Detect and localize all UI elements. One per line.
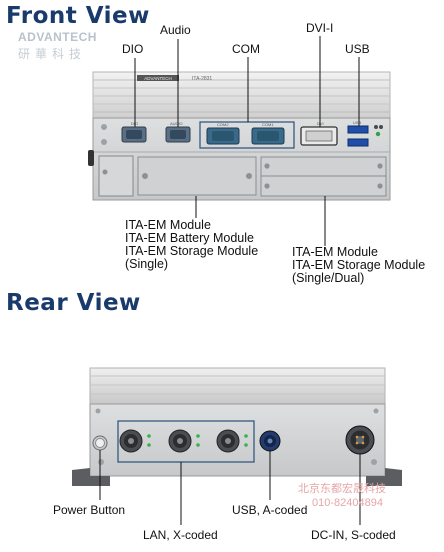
- brand-logo: ADVANTECH: [18, 30, 97, 44]
- label-right-module-3: (Single/Dual): [292, 271, 365, 285]
- label-dvi: DVI-I: [306, 21, 334, 35]
- label-left-module-3: ITA-EM Storage Module: [125, 244, 259, 258]
- rear-view-title: Rear View: [6, 290, 141, 316]
- label-audio: Audio: [160, 23, 191, 37]
- label-usb: USB: [345, 42, 370, 56]
- rear-leader-lines: [99, 450, 361, 525]
- com2-port-mark: COM2: [217, 122, 229, 127]
- label-right-module-1: ITA-EM Module: [292, 245, 378, 259]
- brand-logo-cn: 研華科技: [18, 47, 87, 61]
- front-leader-lines: [134, 36, 360, 246]
- com1-port: COM1: [251, 122, 285, 145]
- power-button: [92, 435, 108, 451]
- label-left-module-2: ITA-EM Battery Module: [125, 231, 254, 245]
- audio-port-mark: AUDIO: [170, 121, 183, 126]
- model-number: ITA-2831: [192, 76, 212, 82]
- com2-port: COM2: [206, 122, 240, 145]
- com-highlight-box: [199, 121, 295, 149]
- label-left-module-1: ITA-EM Module: [125, 218, 211, 232]
- dc-in-port: [345, 425, 375, 455]
- lan-port-3: [216, 429, 248, 453]
- brand-plate-text: ADVANTECH: [144, 76, 171, 81]
- side-foot: [88, 150, 94, 166]
- usb-port: USB: [347, 120, 383, 147]
- label-right-module-2: ITA-EM Storage Module: [292, 258, 426, 272]
- lan-highlight-box: [117, 420, 255, 463]
- right-module-bay: [260, 156, 387, 197]
- watermark-company: 北京东都宏晟科技: [298, 483, 386, 495]
- com1-port-mark: COM1: [262, 122, 274, 127]
- label-power-button: Power Button: [53, 503, 126, 517]
- rear-heatsink: [89, 367, 386, 405]
- label-dio: DIO: [122, 42, 144, 56]
- lan-port-2: [168, 429, 200, 453]
- label-com: COM: [232, 42, 260, 56]
- label-lan: LAN, X-coded: [143, 528, 218, 542]
- label-dc-in: DC-IN, S-coded: [311, 528, 396, 542]
- model-plate: ADVANTECH ITA-2831: [137, 75, 212, 82]
- usb-m12-port: [259, 430, 281, 452]
- right-bracket: [366, 468, 402, 486]
- left-module-bay: [98, 155, 257, 197]
- label-usb-rear: USB, A-coded: [232, 503, 308, 517]
- usb-port-mark: USB: [353, 120, 362, 125]
- watermark-phone: 010-82404894: [312, 497, 383, 509]
- audio-port: AUDIO: [165, 121, 191, 143]
- lan-port-1: [119, 429, 151, 453]
- front-view-title: Front View: [6, 3, 150, 29]
- label-left-module-4: (Single): [125, 257, 169, 271]
